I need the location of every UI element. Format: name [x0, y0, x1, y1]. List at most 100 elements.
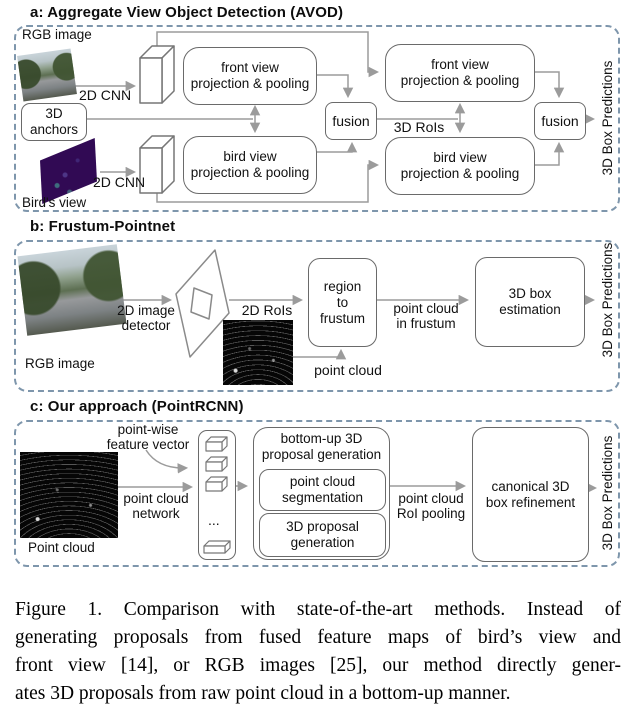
label-line: in frustum [396, 316, 456, 331]
box-line: estimation [499, 302, 561, 317]
cnn-label-bottom: 2D CNN [92, 174, 146, 190]
feature-vector-column: ... [198, 430, 236, 560]
arrow-front1-fusion1 [315, 74, 354, 99]
bird-view-box-2: bird view projection & pooling [385, 137, 535, 195]
cuboid-front-face [139, 57, 163, 104]
box-line: front view [431, 57, 489, 72]
label-line: point cloud [398, 491, 464, 506]
arrow-pc-to-region [293, 348, 347, 360]
anchors-box: 3D anchors [21, 103, 87, 141]
caption-line: front view [14], or RGB images [25], our… [15, 655, 621, 676]
box-line: projection & pooling [190, 76, 310, 91]
cnn-label-top: 2D CNN [78, 87, 132, 103]
rgb-image-label: RGB image [22, 27, 92, 42]
box-line: front view [221, 60, 279, 75]
label-line: RoI pooling [396, 506, 466, 521]
box-line: fusion [541, 113, 579, 129]
box-line: generation [290, 535, 355, 550]
region-to-frustum-box: region to frustum [308, 258, 377, 347]
arrow-bird1-fusion1 [315, 141, 358, 153]
panel-c-border [14, 420, 620, 567]
front-view-box-1: front view projection & pooling [183, 47, 317, 105]
point-cloud-label: point cloud [314, 362, 382, 378]
panel-b-border [14, 240, 620, 392]
label-line: point cloud [393, 301, 459, 316]
cuboid-front-face [203, 544, 226, 554]
feature-vector-label: point-wise feature vector [98, 422, 198, 452]
panel-a-output-label: 3D Box Predictions [599, 60, 615, 176]
panel-a-border [14, 25, 620, 212]
fusion-box-2: fusion [534, 102, 586, 140]
arrow-top-bypass [156, 31, 380, 78]
caption-line: generating proposals from fused feature … [15, 627, 621, 648]
box-line: projection & pooling [400, 166, 520, 181]
label-line: feature vector [106, 437, 190, 452]
roi-pooling-label: point cloud RoI pooling [390, 491, 472, 521]
rois-2d-label: 2D RoIs [241, 302, 293, 318]
proposal-generation-box: 3D proposal generation [259, 513, 386, 557]
rois-label: 3D RoIs [393, 119, 445, 135]
cuboid-stack [203, 435, 231, 554]
box-line: canonical 3D [491, 478, 570, 494]
cuboid-front-face [139, 147, 163, 194]
box-line: segmentation [281, 490, 364, 505]
segmentation-box: point cloud segmentation [259, 469, 386, 511]
cuboid-front-face [205, 460, 223, 472]
detector-label: 2D image detector [108, 303, 184, 333]
label-line: network [132, 506, 180, 521]
cuboid-front-face [205, 480, 223, 492]
box-line: fusion [332, 113, 370, 129]
ellipsis-label: ... [208, 512, 220, 528]
panel-b-connectors [118, 294, 596, 360]
fusion-box-1: fusion [325, 102, 377, 140]
box-line: 3D proposal [286, 519, 359, 534]
birds-view-label: Bird's view [22, 195, 87, 210]
box-line: projection & pooling [190, 165, 310, 180]
curved-arrow-feature-vector [145, 449, 189, 474]
point-cloud-label: Point cloud [28, 540, 95, 555]
point-cloud-thumbnail [223, 320, 293, 385]
label-line: detector [121, 318, 171, 333]
cuboid-front-face [205, 440, 223, 452]
panel-c-connectors [118, 449, 598, 494]
box-line: bird view [433, 150, 487, 165]
rgb-image-thumbnail [17, 48, 77, 102]
box-estimation-box: 3D box estimation [475, 257, 585, 347]
cnn-cuboid-bottom [139, 135, 175, 194]
box-line: frustum [319, 310, 365, 326]
box-line: proposal generation [261, 447, 382, 462]
point-cloud-thumbnail [20, 452, 118, 538]
feature-vector-cuboids: ... [203, 435, 231, 554]
arrow-bottom-bypass [156, 159, 380, 203]
box-line: region [323, 278, 362, 294]
box-line: 3D box [508, 286, 552, 301]
caption-line: Figure 1. Comparison with state-of-the-a… [15, 599, 621, 620]
caption-line: ates 3D proposals from raw point cloud i… [15, 683, 511, 704]
panel-c-output-label: 3D Box Predictions [599, 435, 615, 551]
box-line: point cloud [289, 474, 356, 489]
box-line: bird view [223, 149, 277, 164]
box-line: box refinement [485, 494, 576, 510]
box-line: projection & pooling [400, 73, 520, 88]
box-line: bottom-up 3D [280, 431, 363, 446]
box-line: anchors [29, 122, 79, 137]
label-line: point cloud [123, 491, 189, 506]
label-line: 2D image [117, 303, 175, 318]
bird-view-box-1: bird view projection & pooling [183, 136, 317, 194]
refinement-box: canonical 3D box refinement [472, 427, 589, 562]
arrow-front2-fusion2 [533, 71, 565, 99]
frustum-label: point cloud in frustum [384, 301, 468, 331]
cnn-cuboid-top [139, 45, 175, 104]
box-line: 3D [45, 106, 63, 121]
image-plane [175, 249, 230, 358]
panel-b-title: b: Frustum-Pointnet [30, 218, 176, 235]
panel-a-title: a: Aggregate View Object Detection (AVOD… [30, 4, 344, 21]
panel-b-output-label: 3D Box Predictions [599, 242, 615, 358]
arrow-bird2-fusion2 [533, 141, 565, 166]
panel-c-title: c: Our approach (PointRCNN) [30, 398, 244, 415]
figure-caption: Figure 1. Comparison with state-of-the-a… [15, 596, 621, 708]
label-line: point-wise [117, 422, 179, 437]
rgb-image-label: RGB image [25, 356, 95, 371]
